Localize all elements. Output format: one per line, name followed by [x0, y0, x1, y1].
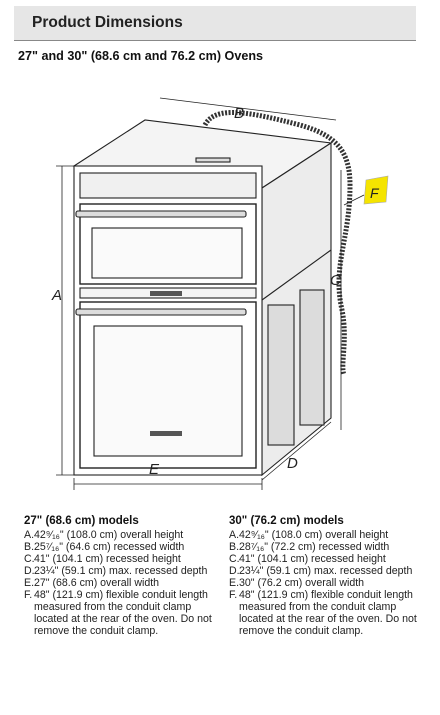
- dim-label-b: B: [234, 105, 244, 122]
- spec-row: C.41" (104.1 cm) recessed height: [24, 553, 181, 565]
- spec-row: A.42⁹⁄₁₆" (108.0 cm) overall height: [24, 529, 184, 541]
- spec-row: C.41" (104.1 cm) recessed height: [229, 553, 386, 565]
- spec-row: F.48" (121.9 cm) flexible conduit length…: [24, 589, 212, 637]
- models-27-title: 27" (68.6 cm) models: [24, 515, 139, 527]
- spec-row: F.48" (121.9 cm) flexible conduit length…: [229, 589, 417, 637]
- section-header: Product Dimensions: [14, 6, 416, 41]
- models-30-column: 30" (76.2 cm) models A.42⁹⁄₁₆" (108.0 cm…: [229, 515, 429, 637]
- section-title: Product Dimensions: [32, 14, 183, 31]
- dim-label-f: F: [370, 185, 380, 201]
- dim-label-c: C: [330, 272, 341, 289]
- diagram-subtitle: 27" and 30" (68.6 cm and 76.2 cm) Ovens: [18, 49, 264, 63]
- callout-f-box: [363, 175, 389, 205]
- models-27-column: 27" (68.6 cm) models A.42⁹⁄₁₆" (108.0 cm…: [24, 515, 224, 637]
- spec-row: B.25⁷⁄₁₆" (64.6 cm) recessed width: [24, 541, 185, 553]
- lower-door-handle: [75, 308, 247, 316]
- spec-row: B.28⁷⁄₁₆" (72.2 cm) recessed width: [229, 541, 390, 553]
- spec-row: E.30" (76.2 cm) overall width: [229, 577, 365, 589]
- lower-logo-badge: [150, 431, 182, 436]
- spec-row: A.42⁹⁄₁₆" (108.0 cm) overall height: [229, 529, 389, 541]
- upper-door-handle: [75, 210, 247, 218]
- dim-label-a: A: [51, 287, 62, 304]
- spec-row: D.23¼" (59.1 cm) max. recessed depth: [24, 565, 208, 577]
- upper-logo-badge: [150, 291, 182, 296]
- dim-label-e: E: [149, 461, 160, 478]
- upper-door-window: [91, 227, 243, 279]
- flexible-conduit: [202, 109, 353, 376]
- models-30-title: 30" (76.2 cm) models: [229, 515, 344, 527]
- spec-row: D.23¼" (59.1 cm) max. recessed depth: [229, 565, 413, 577]
- dim-label-d: D: [287, 455, 298, 472]
- spec-row: E.27" (68.6 cm) overall width: [24, 577, 160, 589]
- vent-strip: [79, 172, 257, 199]
- lower-door-window: [93, 325, 243, 457]
- oven-dimension-diagram: A B C D E F: [51, 97, 389, 490]
